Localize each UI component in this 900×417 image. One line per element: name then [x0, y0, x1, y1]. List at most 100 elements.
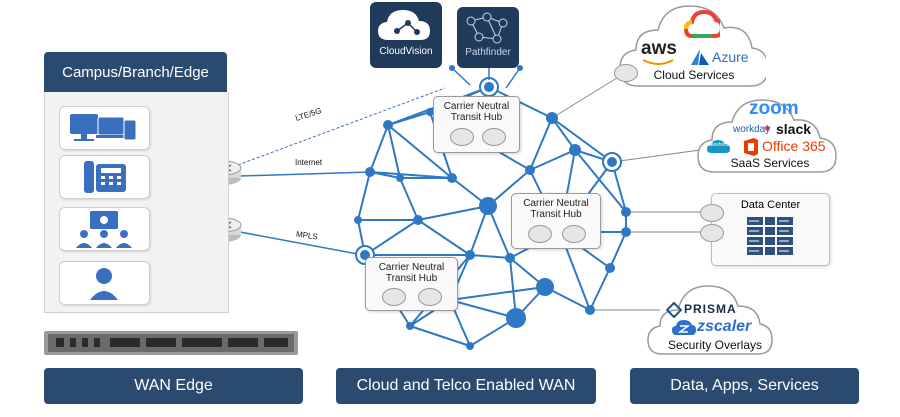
wan-edge-appliance-image: [44, 331, 298, 355]
google-cloud-icon: [684, 9, 720, 38]
mesh-link: [487, 169, 531, 207]
device-card-user: [59, 261, 150, 305]
mesh-link: [369, 124, 389, 173]
mesh-node: [479, 197, 497, 215]
dc-router-icon: [700, 204, 724, 222]
mesh-node: [536, 278, 554, 296]
desk-phone-icon: [84, 161, 126, 193]
hub-label-line1: Carrier Neutral: [378, 262, 445, 273]
mesh-link: [449, 299, 517, 319]
mpls-link: [239, 231, 364, 256]
mesh-link: [609, 231, 627, 269]
azure-logo: Azure: [712, 49, 749, 65]
mesh-node: [585, 305, 595, 315]
aws-logo: aws: [641, 38, 677, 59]
device-card-phone: [59, 155, 150, 199]
mesh-link: [417, 205, 489, 221]
security-overlays-label: Security Overlays: [667, 338, 763, 352]
edge-panel-title: Campus/Branch/Edge: [44, 52, 227, 92]
transit-hub-top: Carrier Neutral Transit Hub: [433, 96, 520, 153]
prisma-icon: [666, 302, 682, 318]
cloud-services-cloud: [619, 5, 766, 87]
mesh-link: [551, 117, 613, 163]
transit-hub-middle: Carrier Neutral Transit Hub: [511, 193, 601, 249]
mesh-node: [447, 173, 457, 183]
video-conference-icon: [76, 211, 132, 248]
pathfinder-label: Pathfinder: [465, 47, 511, 58]
mesh-link: [487, 205, 511, 259]
mesh-node: [365, 167, 375, 177]
mesh-link: [417, 219, 471, 256]
mesh-node: [569, 144, 581, 156]
mesh-link: [399, 177, 419, 221]
mesh-node: [413, 215, 423, 225]
hub-router-icon: [528, 225, 552, 243]
cloud-services-label: Cloud Services: [653, 68, 735, 82]
salesforce-logo: salesforce: [707, 142, 730, 148]
mesh-node: [396, 174, 404, 182]
mesh-link: [364, 219, 419, 256]
slack-icon: ✱: [764, 124, 771, 133]
services-bar: Data, Apps, Services: [630, 368, 859, 404]
hub-router-icon: [418, 288, 442, 306]
hub-label-line2: Transit Hub: [530, 209, 582, 220]
mesh-node: [506, 308, 526, 328]
cloud-router-icon: [614, 64, 638, 82]
cloudvision-label: CloudVision: [379, 46, 433, 57]
mesh-link: [369, 171, 453, 179]
mesh-node: [621, 207, 631, 217]
saas-services-cloud: [697, 99, 837, 173]
mesh-link: [387, 124, 453, 179]
mesh-node: [605, 263, 615, 273]
mesh-node: [354, 216, 362, 224]
azure-icon: [691, 49, 709, 65]
mesh-node: [546, 112, 558, 124]
cloudvision-tile[interactable]: CloudVision: [370, 2, 442, 68]
slack-logo: slack: [776, 121, 812, 137]
office-icon: [744, 138, 758, 156]
wan-bar: Cloud and Telco Enabled WAN: [336, 368, 596, 404]
wan-links: [237, 87, 446, 256]
hub-router-icon: [482, 128, 506, 146]
workday-logo: workday: [733, 124, 771, 135]
cloudvision-icon: [378, 10, 430, 40]
mesh-node: [465, 250, 475, 260]
mesh-link: [551, 117, 576, 151]
pathfinder-tile[interactable]: Pathfinder: [457, 7, 519, 68]
salesforce-cloud-icon: [707, 140, 730, 153]
mesh-link: [509, 257, 517, 319]
aws-smile-icon: [642, 59, 674, 65]
mesh-link: [488, 86, 553, 119]
mesh-node: [525, 165, 535, 175]
hub-router-icon: [450, 128, 474, 146]
service-lines: [551, 72, 701, 311]
mesh-node: [383, 120, 393, 130]
office-logo: Office 365: [762, 138, 826, 154]
mesh-link: [357, 171, 371, 221]
mesh-link: [589, 267, 611, 311]
hub-router-icon: [562, 225, 586, 243]
transit-hub-bottom: Carrier Neutral Transit Hub: [365, 257, 458, 311]
zscaler-cloud-icon: [672, 320, 696, 335]
dc-router-icon: [700, 224, 724, 242]
mesh-node: [505, 253, 515, 263]
hub-label-line1: Carrier Neutral: [443, 101, 510, 112]
server-rack-icon: [747, 217, 793, 255]
device-card-computers: [59, 106, 150, 150]
computers-icon: [70, 114, 137, 141]
zscaler-logo: zscaler: [697, 318, 752, 335]
lte-link: [237, 87, 446, 166]
link-label-internet: Internet: [295, 158, 323, 167]
mesh-node: [621, 227, 631, 237]
mesh-link: [529, 117, 553, 171]
device-card-meeting: [59, 207, 150, 251]
saas-services-label: SaaS Services: [730, 156, 810, 170]
hub-label-line2: Transit Hub: [385, 273, 438, 284]
mesh-link: [449, 286, 546, 301]
hub-label-line2: Transit Hub: [450, 112, 503, 123]
hub-router-icon: [382, 288, 406, 306]
user-icon: [90, 268, 118, 300]
mesh-node: [426, 108, 434, 116]
control-lines: [451, 67, 521, 89]
mesh-node: [466, 342, 474, 350]
